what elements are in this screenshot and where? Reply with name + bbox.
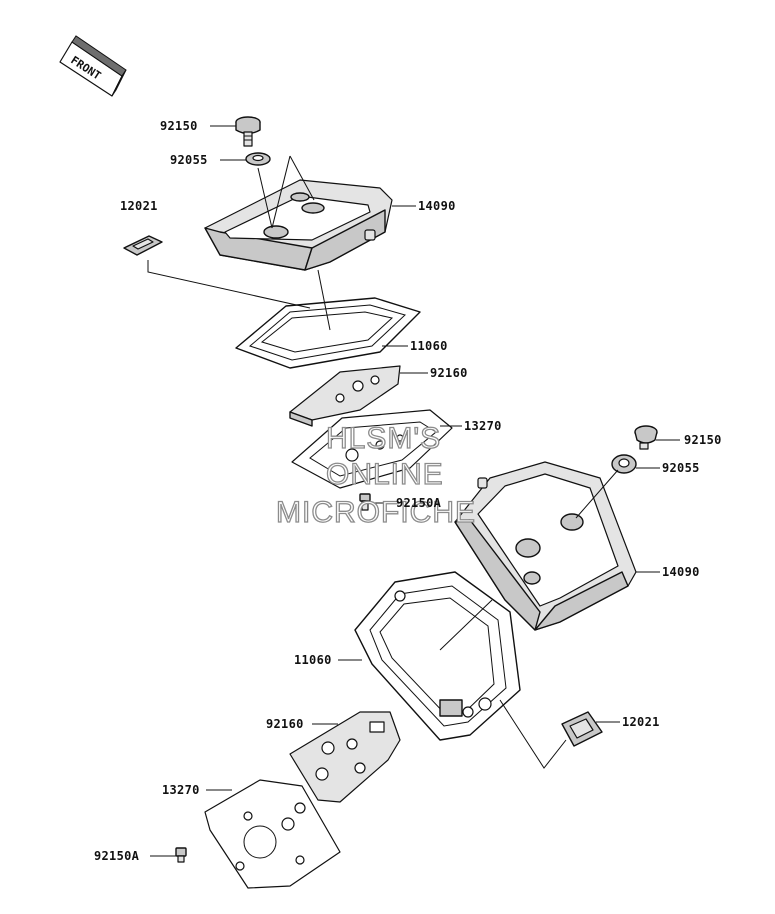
watermark-line-1: HLSM'S (326, 422, 441, 455)
label-13270-top: 13270 (464, 419, 502, 433)
right-bolt-icon (634, 425, 658, 450)
top-bolt-icon (235, 116, 261, 147)
label-92150-top: 92150 (160, 119, 198, 133)
bottom-plate-bolt-icon (175, 847, 187, 863)
top-plate-bolt-icon (359, 493, 371, 511)
label-11060-top: 11060 (410, 339, 448, 353)
label-12021-top: 12021 (120, 199, 158, 213)
label-92150-right: 92150 (684, 433, 722, 447)
label-92150a-top: 92150A (396, 496, 442, 510)
label-14090-top: 14090 (418, 199, 456, 213)
label-92160-top: 92160 (430, 366, 468, 380)
label-92055-right: 92055 (662, 461, 700, 475)
label-14090-bottom: 14090 (662, 565, 700, 579)
bottom-gasket-icon (354, 571, 521, 741)
front-arrow-icon: FRONT (59, 35, 127, 97)
watermark-line-3: MICROFICHE (276, 496, 476, 529)
top-cap-icon (123, 235, 163, 256)
bottom-plate-icon (204, 779, 341, 889)
top-washer-icon (245, 152, 271, 166)
bottom-cover-icon (454, 461, 637, 631)
bottom-plate-gasket-icon (289, 711, 401, 803)
top-plate-gasket-icon (289, 365, 401, 427)
label-13270-bottom: 13270 (162, 783, 200, 797)
label-92055-top: 92055 (170, 153, 208, 167)
top-plate-icon (291, 409, 453, 489)
label-11060-bottom: 11060 (294, 653, 332, 667)
label-92150a-bottom: 92150A (94, 849, 140, 863)
watermark-line-2: ONLINE (326, 458, 444, 491)
top-gasket-icon (235, 297, 421, 369)
label-92160-bottom: 92160 (266, 717, 304, 731)
label-12021-bottom: 12021 (622, 715, 660, 729)
bottom-cap-icon (561, 711, 603, 747)
right-washer-icon (611, 454, 637, 474)
watermark: HLSM'S ONLINE MICROFICHE (275, 421, 476, 529)
top-cover-icon (204, 179, 393, 271)
leader-lines (147, 125, 680, 857)
part-labels: 92150 92055 12021 14090 11060 92160 1327… (94, 119, 722, 863)
